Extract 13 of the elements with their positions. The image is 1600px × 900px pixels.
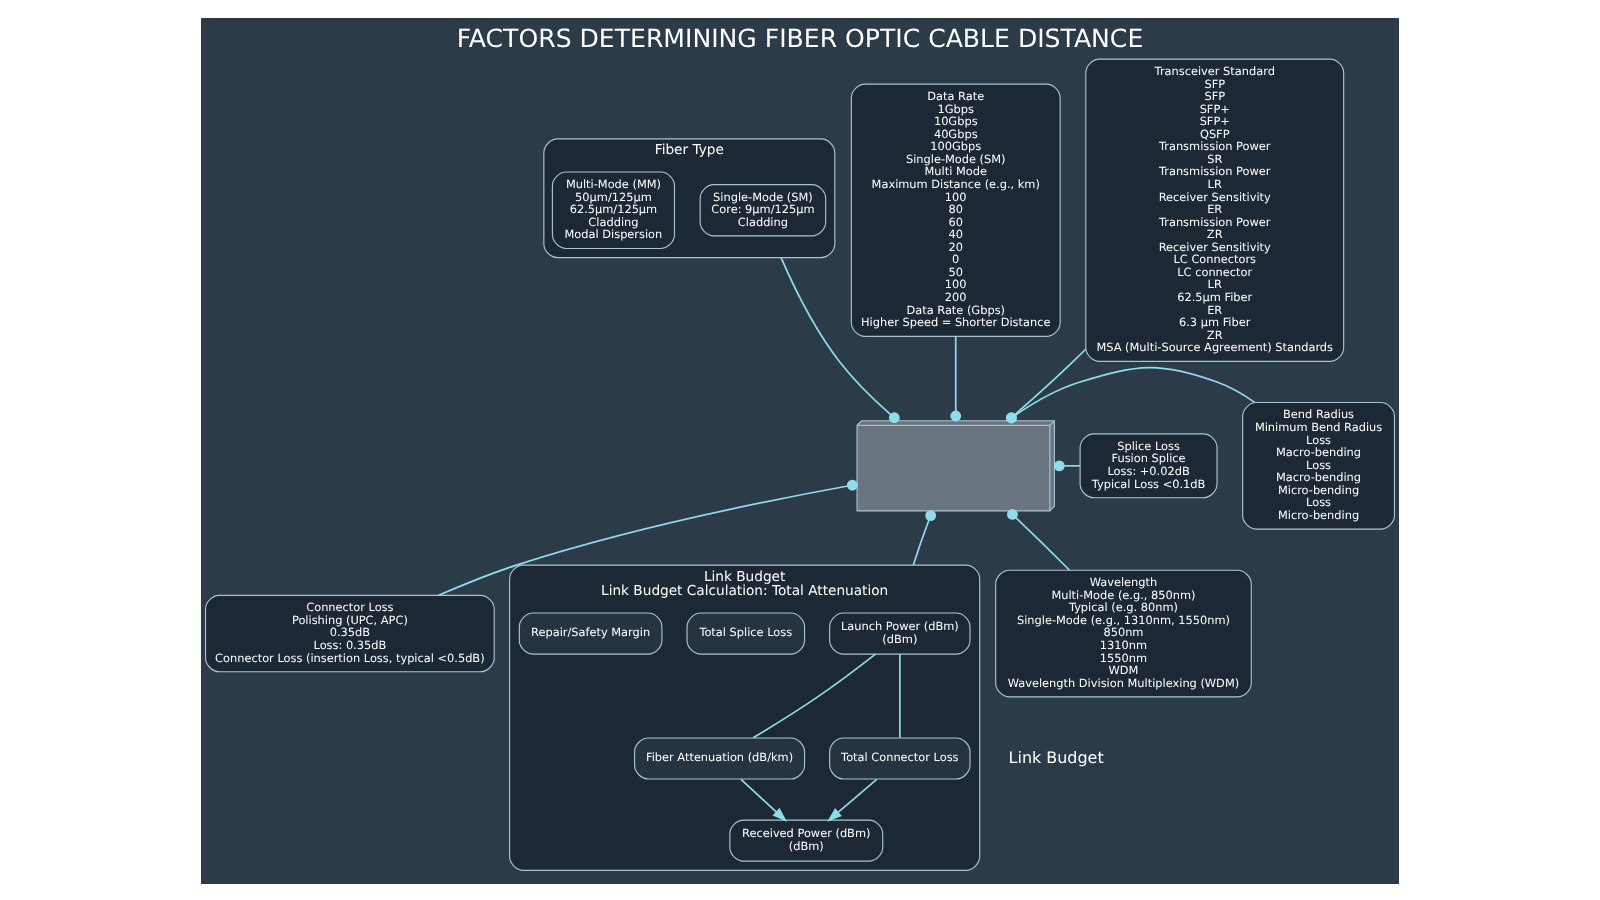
- arrow: [827, 777, 878, 821]
- connector: [1006, 365, 1256, 423]
- connector: [912, 509, 937, 565]
- connector: [1007, 508, 1071, 571]
- connector: [437, 478, 858, 596]
- connector: [1005, 347, 1087, 423]
- connector: [780, 255, 900, 423]
- connector: [752, 652, 877, 738]
- connector: [899, 652, 901, 738]
- diagram-title: FACTORS DETERMINING FIBER OPTIC CABLE DISTANCE: [456, 22, 1144, 53]
- connector: [1053, 459, 1081, 471]
- arrow: [740, 777, 787, 821]
- connector: [950, 334, 962, 421]
